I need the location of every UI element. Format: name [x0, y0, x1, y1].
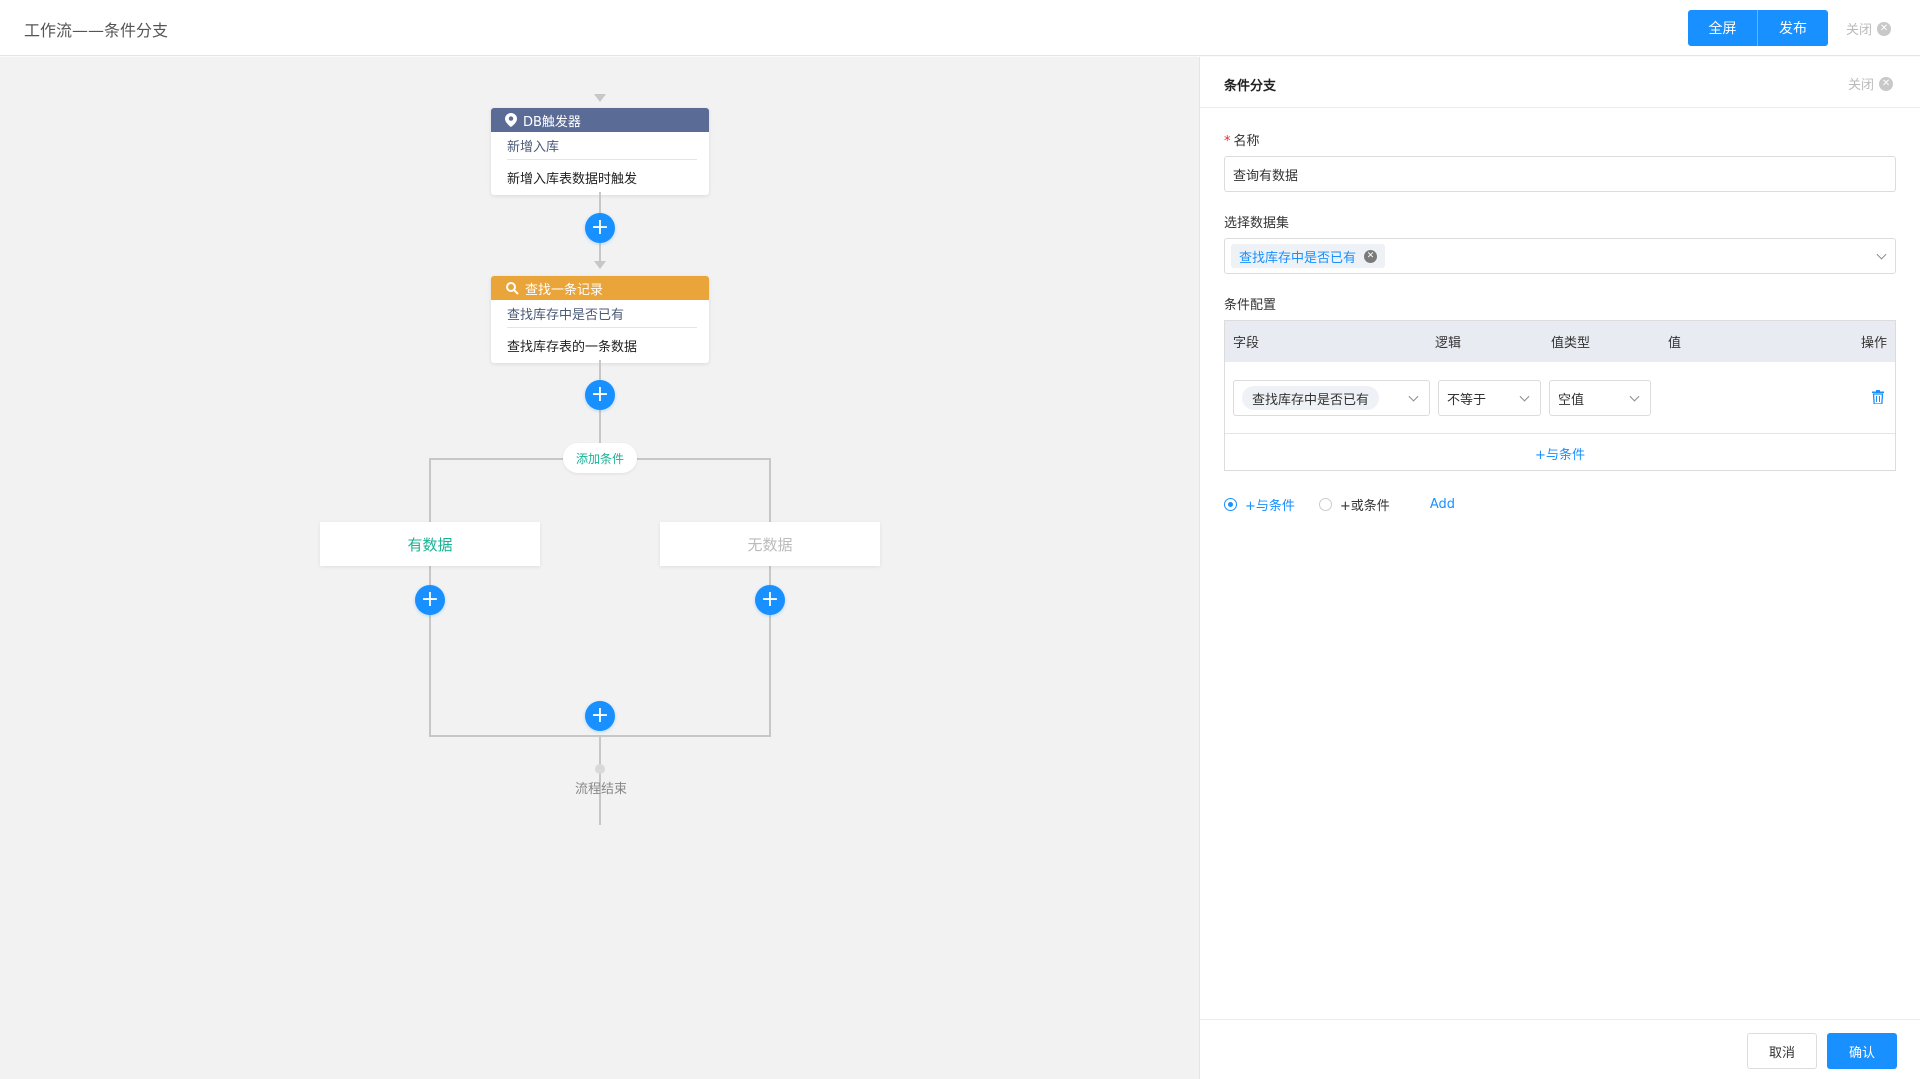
close-workflow-button[interactable]: 关闭 ✕	[1846, 19, 1892, 38]
dataset-tag: 查找库存中是否已有 ✕	[1231, 244, 1386, 268]
publish-button[interactable]: 发布	[1758, 10, 1828, 46]
divider	[1200, 107, 1920, 108]
node-title: DB触发器	[523, 114, 581, 130]
table-row: 查找库存中是否已有 不等于 空值	[1225, 362, 1895, 434]
branch-has-data[interactable]: 有数据	[320, 522, 540, 566]
condition-table: 字段 逻辑 值类型 值 操作 查找库存中是否已有 不等于 空值	[1224, 320, 1896, 471]
add-node-button[interactable]: +	[415, 585, 445, 615]
plus-icon: +	[590, 703, 610, 728]
chevron-down-icon	[1408, 391, 1419, 402]
header-field: 字段	[1233, 336, 1260, 351]
trash-icon[interactable]	[1872, 390, 1884, 404]
remove-tag-icon[interactable]: ✕	[1364, 249, 1378, 263]
add-and-condition-link[interactable]: +与条件	[1535, 447, 1585, 463]
plus-icon: +	[590, 382, 610, 407]
field-select[interactable]: 查找库存中是否已有	[1233, 380, 1430, 416]
condition-config-panel: 条件分支 关闭 ✕ *名称 查询有数据 选择数据集 查找库存中是否已有 ✕ 条件…	[1199, 57, 1920, 1079]
header-action: 操作	[1861, 336, 1888, 351]
workflow-canvas: DB触发器 新增入库 新增入库表数据时触发 + 查找一条记录 查找库存中是否已有…	[0, 57, 1199, 1079]
db-trigger-node[interactable]: DB触发器 新增入库 新增入库表数据时触发	[491, 108, 709, 195]
chevron-down-icon	[1519, 391, 1530, 402]
header-button-group: 全屏 发布	[1688, 10, 1828, 46]
node-description: 新增入库表数据时触发	[507, 172, 638, 187]
field-tag: 查找库存中是否已有	[1242, 386, 1380, 410]
close-icon: ✕	[1877, 21, 1892, 36]
plus-icon: +	[590, 215, 610, 240]
dataset-label: 选择数据集	[1224, 216, 1290, 231]
name-input[interactable]: 查询有数据	[1224, 156, 1896, 192]
flow-arrow	[594, 94, 606, 102]
flow-arrow	[594, 261, 606, 269]
panel-footer: 取消 确认	[1200, 1019, 1920, 1079]
chevron-down-icon	[1629, 391, 1640, 402]
dataset-select[interactable]: 查找库存中是否已有 ✕	[1224, 238, 1896, 274]
panel-close-button[interactable]: 关闭 ✕	[1848, 74, 1894, 93]
value-type-value: 空值	[1558, 392, 1585, 408]
node-description: 查找库存表的一条数据	[507, 340, 638, 355]
connector-line	[599, 735, 601, 825]
plus-icon: +	[420, 587, 440, 612]
logic-select[interactable]: 不等于	[1438, 380, 1541, 416]
fullscreen-button[interactable]: 全屏	[1688, 10, 1758, 46]
or-radio-label: +或条件	[1339, 499, 1390, 514]
radio-checked-icon	[1224, 498, 1237, 511]
name-label-text: 名称	[1233, 134, 1260, 149]
add-node-button[interactable]: +	[585, 701, 615, 731]
add-node-button[interactable]: +	[755, 585, 785, 615]
dataset-tag-label: 查找库存中是否已有	[1239, 250, 1357, 266]
page-title: 工作流——条件分支	[24, 21, 169, 40]
location-pin-icon	[505, 113, 517, 127]
close-label: 关闭	[1846, 23, 1873, 38]
node-header: 查找一条记录	[491, 276, 709, 300]
end-dot	[595, 764, 605, 774]
panel-title: 条件分支	[1224, 79, 1277, 94]
node-header: DB触发器	[491, 108, 709, 132]
add-link[interactable]: Add	[1429, 497, 1455, 512]
close-label: 关闭	[1848, 78, 1875, 93]
confirm-button[interactable]: 确认	[1827, 1033, 1897, 1069]
connector-line	[599, 360, 601, 460]
search-icon	[506, 282, 519, 295]
cancel-button[interactable]: 取消	[1747, 1033, 1817, 1069]
add-node-button[interactable]: +	[585, 213, 615, 243]
logic-value: 不等于	[1447, 392, 1487, 408]
find-record-node[interactable]: 查找一条记录 查找库存中是否已有 查找库存表的一条数据	[491, 276, 709, 363]
chevron-down-icon	[1876, 249, 1887, 260]
close-icon: ✕	[1879, 76, 1894, 91]
name-label: *名称	[1224, 130, 1260, 149]
branch-no-data[interactable]: 无数据	[660, 522, 880, 566]
node-title: 查找一条记录	[525, 282, 604, 298]
or-condition-radio[interactable]: +或条件	[1318, 495, 1390, 514]
required-mark: *	[1224, 134, 1231, 149]
header-logic: 逻辑	[1435, 336, 1462, 351]
node-subtitle: 查找库存中是否已有	[507, 304, 697, 328]
and-condition-radio[interactable]: +与条件	[1224, 495, 1295, 514]
condition-type-radios: +与条件 +或条件 Add	[1224, 495, 1455, 514]
condition-config-label: 条件配置	[1224, 298, 1277, 313]
flow-end-label: 流程结束	[574, 782, 627, 797]
node-subtitle: 新增入库	[507, 136, 697, 160]
radio-unchecked-icon	[1318, 498, 1332, 511]
add-condition-button[interactable]: 添加条件	[563, 443, 637, 473]
value-type-select[interactable]: 空值	[1549, 380, 1651, 416]
table-header: 字段 逻辑 值类型 值 操作	[1225, 321, 1895, 362]
and-radio-label: +与条件	[1245, 499, 1295, 514]
plus-icon: +	[760, 587, 780, 612]
top-bar: 工作流——条件分支 全屏 发布 关闭 ✕	[0, 0, 1920, 56]
add-node-button[interactable]: +	[585, 380, 615, 410]
header-value: 值	[1668, 336, 1682, 351]
header-value-type: 值类型	[1551, 336, 1591, 351]
